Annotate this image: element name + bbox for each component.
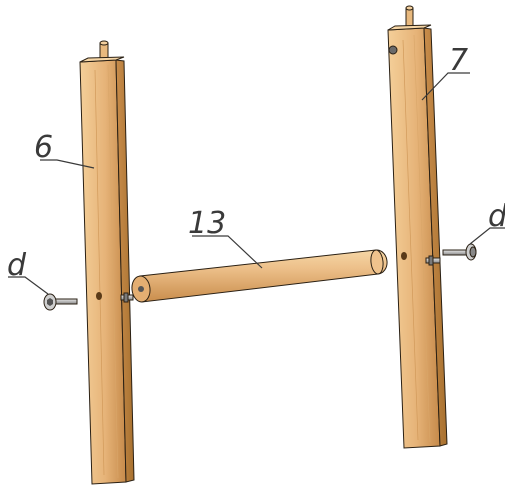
post-left-part-6	[79, 40, 135, 485]
leader-6	[40, 159, 95, 169]
screw-d-left	[43, 293, 78, 311]
screw-head-top-right	[388, 45, 398, 55]
post-right-part-7	[387, 5, 448, 449]
leader-d-right	[469, 227, 505, 245]
label-screw-d-right: d	[488, 199, 505, 234]
rod-part-13	[131, 249, 388, 303]
leader-7	[421, 72, 470, 101]
label-part-13: 13	[188, 206, 226, 241]
label-screw-d-left: d	[7, 248, 27, 283]
rod-end-hole	[138, 286, 144, 292]
hole-right	[401, 252, 407, 260]
leader-d-left	[8, 276, 49, 295]
screw-d-right	[442, 243, 477, 261]
label-part-6: 6	[34, 130, 53, 165]
label-part-7: 7	[449, 43, 468, 78]
nut-right	[425, 255, 441, 266]
nut-left	[120, 292, 134, 303]
hole-left	[96, 292, 102, 300]
leader-13	[192, 235, 263, 269]
